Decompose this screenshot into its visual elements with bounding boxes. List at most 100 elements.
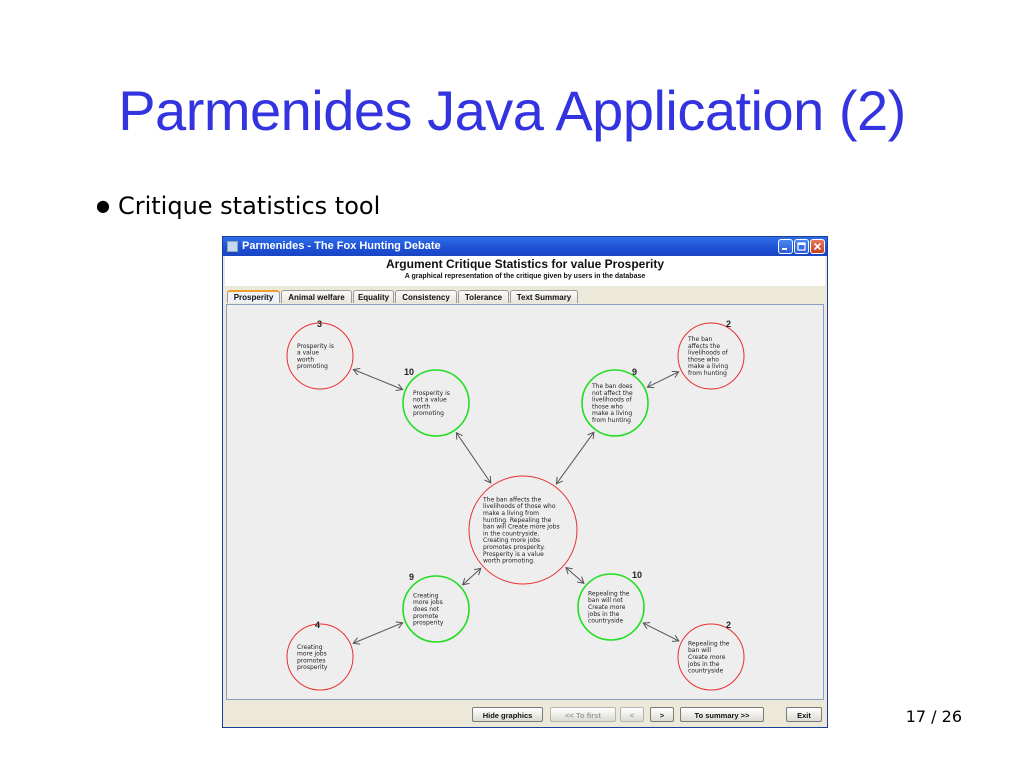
stats-title: Argument Critique Statistics for value P… (385, 257, 665, 271)
node-circle (402, 575, 470, 643)
arrowhead-icon (576, 576, 585, 584)
hide-graphics-button[interactable]: Hide graphics (472, 707, 543, 722)
node-text-line: Creating (297, 644, 323, 651)
node-text-line: Prosperity is (297, 343, 334, 350)
node-text-line: hunting. Repealing the (483, 517, 552, 524)
next-button[interactable]: > (650, 707, 674, 722)
node-circle (581, 369, 649, 437)
node-text-line: affects the (688, 343, 720, 350)
tab-consistency[interactable]: Consistency (395, 290, 457, 303)
arrowhead-icon (461, 578, 470, 586)
tab-equality[interactable]: Equality (353, 290, 394, 303)
node-text-line: prosperity (297, 664, 328, 671)
node-text-line: livelihoods of (688, 350, 729, 357)
node-text-line: livelihoods of those who (483, 503, 556, 510)
window-titlebar[interactable]: Parmenides - The Fox Hunting Debate (223, 237, 827, 256)
close-icon (813, 242, 822, 251)
node-text-line: those who (592, 403, 623, 410)
edge-arrow (555, 431, 595, 485)
node-text-line: prosperity (413, 620, 444, 627)
close-button[interactable] (810, 239, 825, 254)
maximize-button[interactable] (794, 239, 809, 254)
node-text-line: not a value (413, 397, 447, 404)
arrowhead-icon (555, 476, 563, 485)
edge-arrow (646, 370, 680, 389)
node-text-line: countryside (588, 618, 624, 625)
node-text-line: Creating more jobs (483, 537, 540, 544)
node-circle (286, 322, 354, 390)
edge-line (353, 622, 403, 644)
arrowhead-icon (352, 637, 361, 645)
node-text-line: make a living (592, 410, 632, 417)
edge-line (455, 432, 492, 484)
minimize-button[interactable] (778, 239, 793, 254)
node-text-line: in the countryside. (483, 530, 539, 537)
edge-arrow (455, 431, 492, 484)
to-summary-button[interactable]: To summary >> (680, 707, 764, 722)
critique-count: 9 (632, 367, 637, 377)
edge-line (647, 371, 679, 388)
critique-count: 3 (317, 319, 322, 329)
bullet-item: ●Critique statistics tool (96, 190, 380, 222)
tab-text-summary[interactable]: Text Summary (510, 290, 578, 303)
node-text-line: make a living (688, 363, 728, 370)
critique-count: 9 (409, 572, 414, 582)
node-text-line: Repealing the (588, 590, 630, 597)
node-circle (677, 322, 745, 390)
tab-tolerance[interactable]: Tolerance (458, 290, 509, 303)
edge-arrow (565, 566, 585, 584)
node-text-line: more jobs (413, 599, 443, 606)
node-text-line: jobs in the (687, 661, 720, 668)
node-text-line: worth (297, 356, 314, 363)
node-text-line: a value (297, 350, 319, 357)
bullet-dot-icon: ● (96, 196, 110, 215)
node-text-line: jobs in the (587, 611, 620, 618)
critique-count: 4 (315, 620, 320, 630)
node-circle (468, 475, 578, 585)
node-text-line: Repealing the (688, 640, 730, 647)
page-number: 17 / 26 (905, 707, 962, 726)
edge-arrow (461, 567, 482, 586)
arrowhead-icon (565, 566, 573, 575)
minimize-icon (782, 248, 787, 250)
tab-prosperity[interactable]: Prosperity (227, 290, 280, 303)
arrowhead-icon (587, 431, 595, 440)
maximize-icon (797, 242, 806, 251)
node-text-line: The ban does (591, 383, 633, 390)
arrowhead-icon (352, 368, 361, 376)
edge-line (462, 567, 482, 586)
arrowhead-icon (671, 634, 680, 642)
stats-header: Argument Critique Statistics for value P… (225, 256, 825, 286)
critique-count: 2 (726, 620, 731, 630)
node-text-line: promoting (297, 363, 328, 370)
tab-animal-welfare[interactable]: Animal welfare (281, 290, 352, 303)
edge-arrow (352, 368, 404, 391)
node-text-line: not affect the (592, 390, 633, 397)
edge-arrow (642, 622, 680, 642)
node-circle (402, 369, 470, 437)
node-text-line: Prosperity is a value (483, 551, 544, 558)
previous-button[interactable]: < (620, 707, 644, 722)
node-text-line: worth (413, 403, 430, 410)
arrowhead-icon (395, 621, 404, 629)
edge-arrow (352, 621, 404, 645)
node-text-line: from hunting (688, 370, 727, 377)
arrowhead-icon (395, 383, 404, 391)
node-text-line: Prosperity is (413, 390, 450, 397)
to-first-button[interactable]: << To first (550, 707, 616, 722)
edge-line (642, 622, 680, 642)
exit-button[interactable]: Exit (786, 707, 822, 722)
node-circle (577, 573, 645, 641)
arrowhead-icon (646, 381, 655, 389)
